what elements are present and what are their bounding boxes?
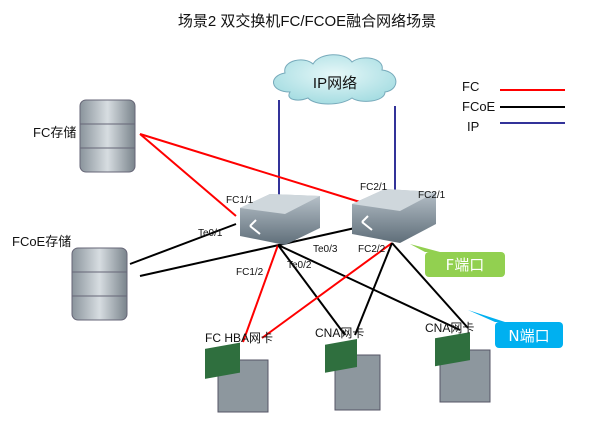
port-te0-3: Te0/3 [313, 244, 338, 255]
port-te0-2: Te0/2 [287, 260, 312, 271]
ip-network-cloud: IP网络 [273, 54, 397, 105]
port-fc1-2: FC1/2 [236, 267, 264, 278]
fcoe-link-sw1-cna1 [277, 244, 346, 336]
fc-link-storage-sw2 [139, 133, 361, 203]
port-te0-1: Te0/1 [198, 228, 223, 239]
server-cna-2 [435, 332, 491, 403]
legend-fc: FC [462, 79, 479, 94]
n-port-callout: N端口 [468, 310, 563, 348]
fcoe-storage-label: FCoE存储 [12, 234, 71, 249]
links [129, 100, 469, 343]
fc-storage-label: FC存储 [33, 125, 76, 140]
n-port-label: N端口 [508, 327, 549, 345]
fc-storage [79, 99, 136, 173]
server-cna-1 [325, 339, 381, 411]
port-fc1-1: FC1/1 [226, 195, 254, 206]
cloud-label: IP网络 [313, 75, 357, 92]
f-port-callout: F端口 [410, 244, 505, 277]
legend-fcoe: FCoE [462, 99, 496, 114]
switch-2 [352, 189, 436, 243]
legend-ip: IP [467, 119, 479, 134]
port-fc2-1a: FC2/1 [360, 182, 388, 193]
fcoe-link-storage-sw1 [129, 223, 237, 265]
diagram-title: 场景2 双交换机FC/FCOE融合网络场景 [178, 12, 436, 30]
fc-link-sw2-hba [261, 242, 393, 339]
host-label-2: CNA网卡 [315, 326, 364, 340]
f-port-label: F端口 [446, 256, 485, 274]
fc-link-storage-sw1 [139, 133, 237, 217]
port-fc2-2: FC2/2 [358, 244, 386, 255]
fcoe-storage [71, 247, 128, 321]
host-label-1: FC HBA网卡 [205, 331, 273, 345]
port-labels: FC1/1 Te0/1 FC1/2 Te0/2 Te0/3 FC2/1 FC2/… [198, 182, 446, 278]
port-fc2-1b: FC2/1 [418, 190, 446, 201]
fcoe-link-storage-sw2 [139, 227, 356, 277]
host-label-3: CNA网卡 [425, 321, 474, 335]
server-fc-hba [205, 342, 269, 413]
fcoe-link-sw2-cna2 [391, 242, 469, 329]
fcoe-link-sw1-cna2 [277, 244, 461, 331]
legend: FC FCoE IP [462, 79, 565, 134]
fcoe-link-sw2-cna1 [354, 242, 393, 336]
fc-link-sw1-hba [242, 244, 279, 343]
switch-1 [240, 194, 320, 245]
